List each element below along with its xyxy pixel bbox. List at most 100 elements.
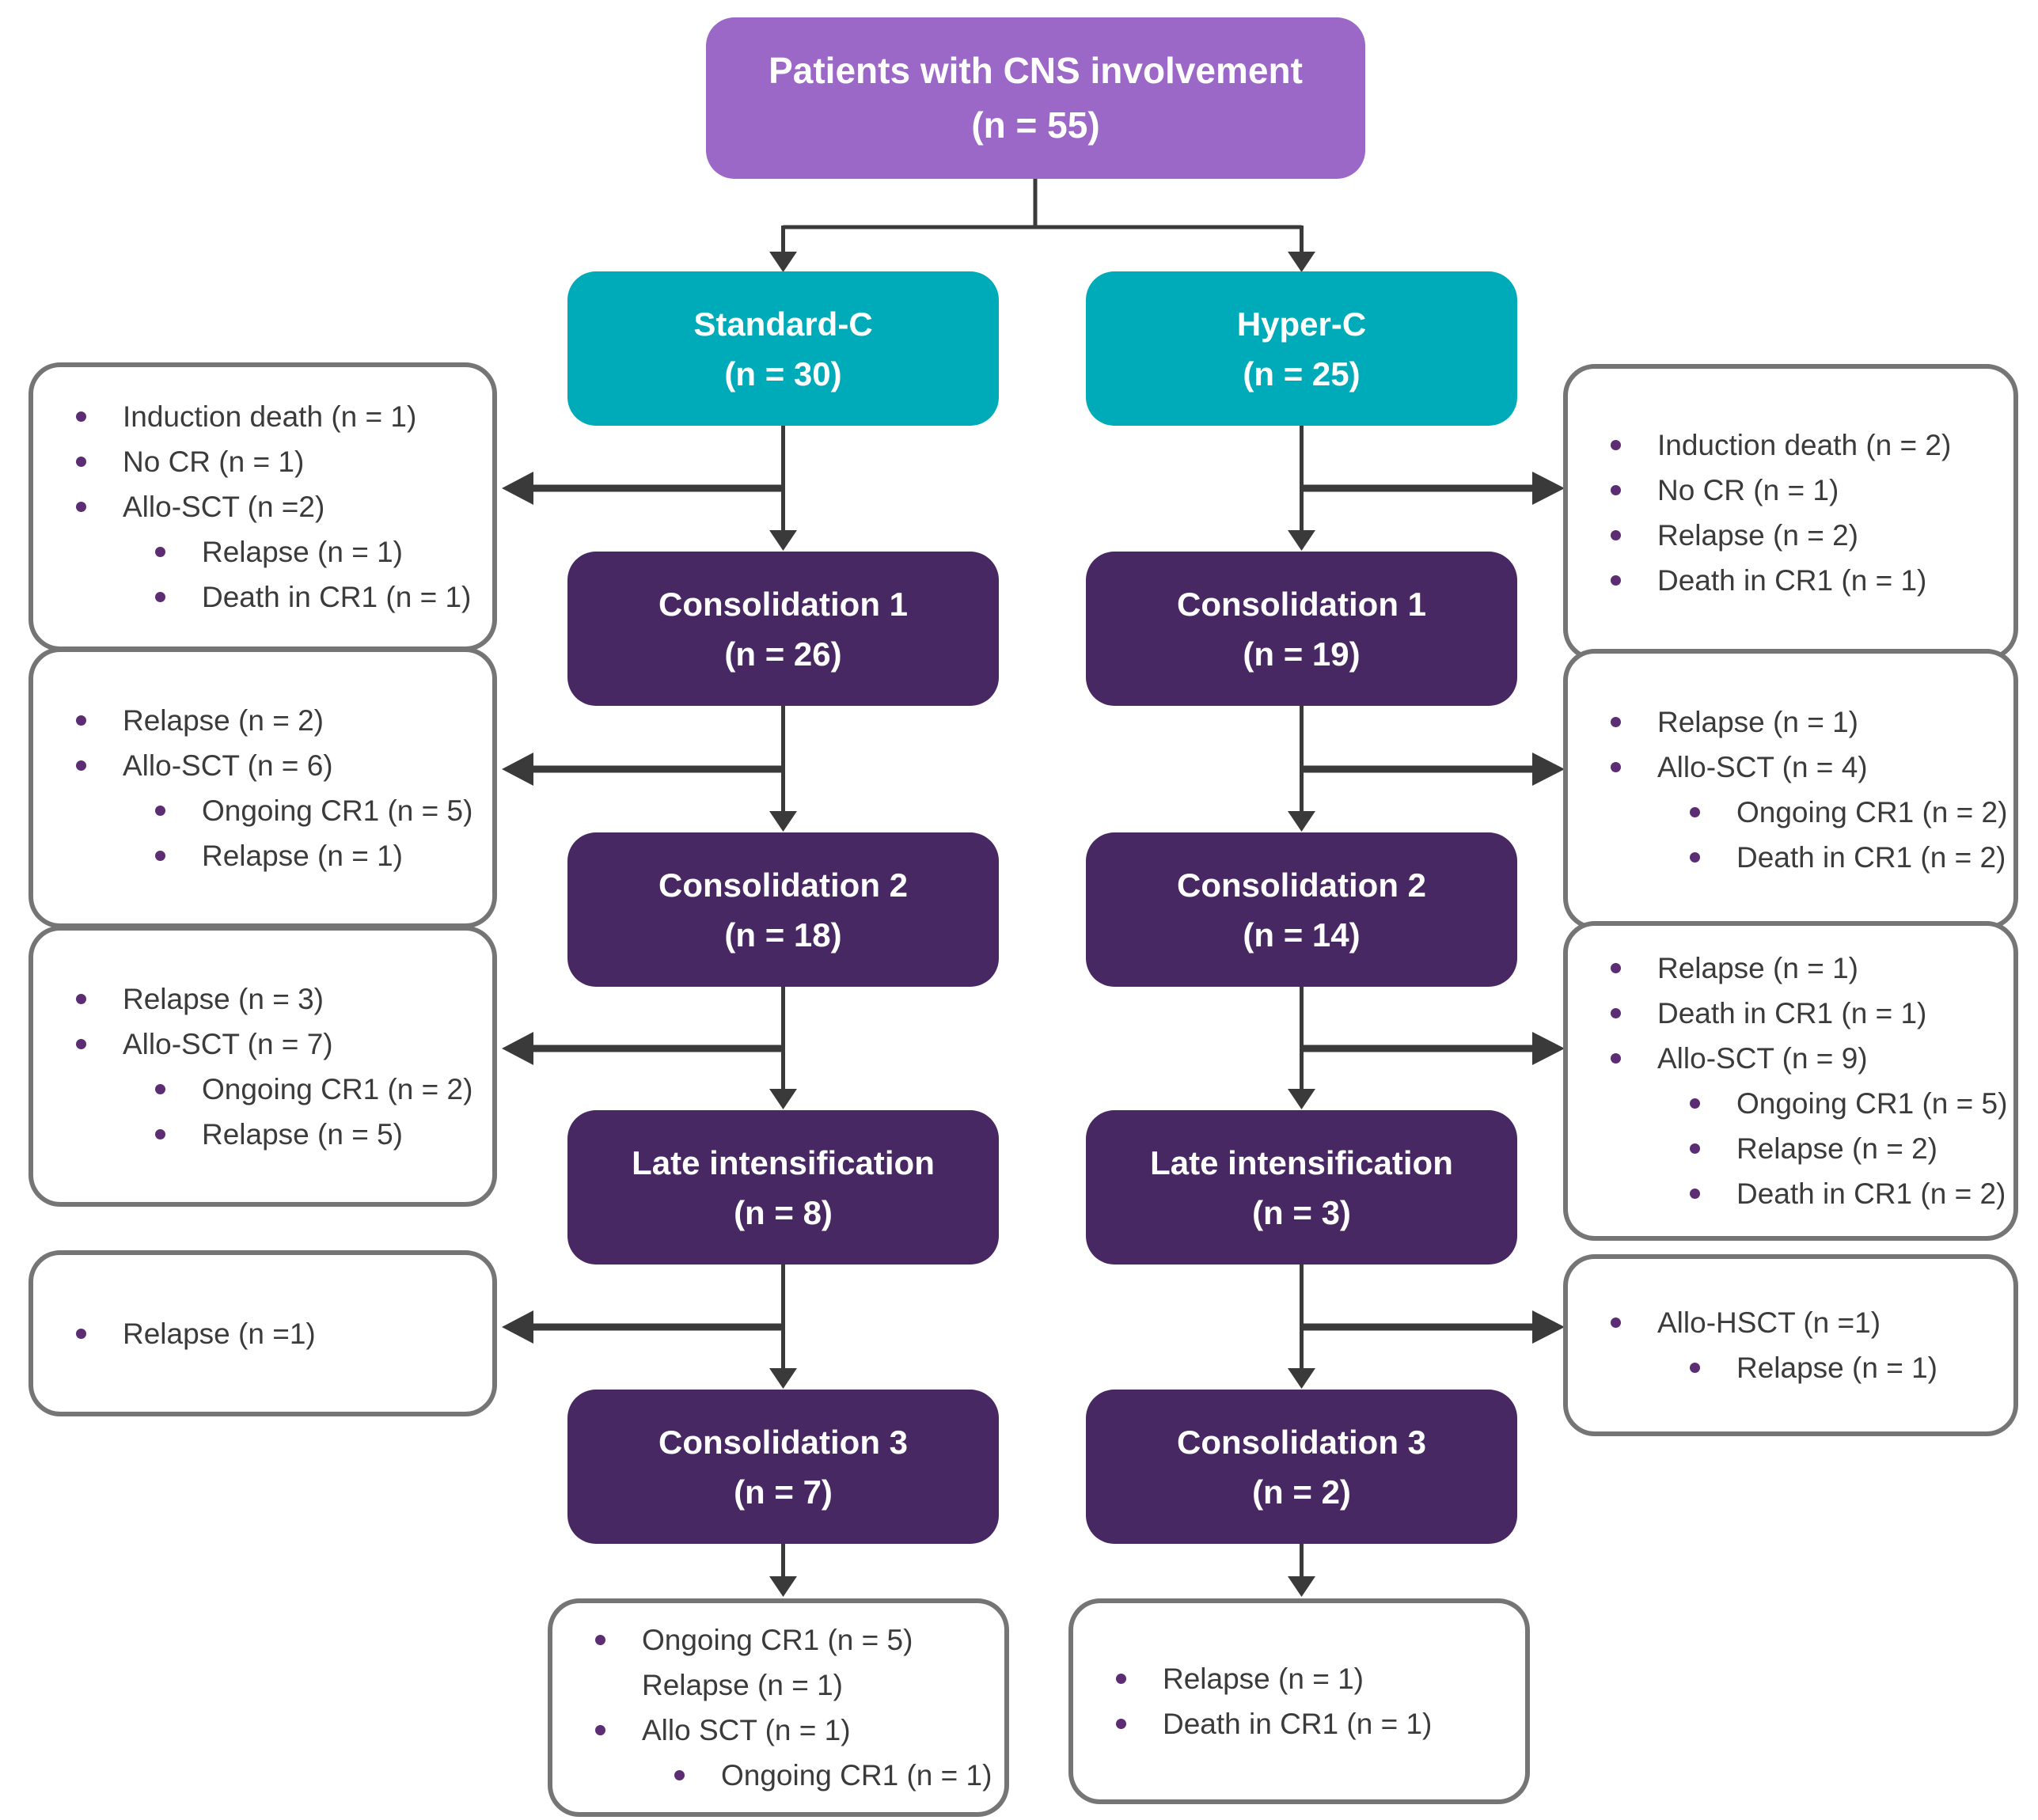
stage-box-consolidation2-hyper: Consolidation 2 (n = 14) <box>1086 832 1517 987</box>
arrowheads <box>502 252 1565 1597</box>
list-item: Relapse (n = 1) <box>54 833 472 878</box>
list-item: Relapse (n = 2) <box>1588 513 1993 558</box>
stage-box-count: (n = 3) <box>1252 1193 1351 1231</box>
arm-box-count: (n = 25) <box>1243 355 1361 392</box>
list-item-text: Allo-SCT (n = 9) <box>1657 1042 1868 1075</box>
list-item-text: Allo SCT (n = 1) <box>642 1714 851 1746</box>
bullet-icon <box>1690 851 1700 863</box>
list-item-text: Ongoing CR1 (n = 1) <box>721 1759 992 1792</box>
list-item-text: Induction death (n = 1) <box>123 400 417 433</box>
bullet-icon <box>76 760 86 771</box>
stage-box-consolidation1-standard: Consolidation 1 (n = 26) <box>567 552 999 706</box>
bullet-icon <box>155 805 165 816</box>
bullet-icon <box>155 592 165 602</box>
arm-box-standard-c: Standard-C (n = 30) <box>567 271 999 426</box>
stage-box-count: (n = 19) <box>1243 635 1361 673</box>
bullet-icon <box>1611 439 1621 450</box>
list-item: Ongoing CR1 (n = 5) <box>54 788 472 833</box>
bullet-icon <box>1690 1098 1700 1109</box>
list-item-text: Death in CR1 (n = 2) <box>1736 1177 2006 1210</box>
list-item: Relapse (n = 1) <box>1094 1656 1505 1701</box>
stage-box-consolidation3-hyper: Consolidation 3 (n = 2) <box>1086 1390 1517 1544</box>
bullet-icon <box>155 1083 165 1094</box>
bullet-icon <box>1611 1008 1621 1018</box>
bullet-icon <box>76 1038 86 1049</box>
list-item: Relapse (n = 2) <box>1588 1126 1993 1171</box>
list-item-text: Relapse (n =1) <box>123 1317 316 1350</box>
outcome-box-standard: Ongoing CR1 (n = 5) Relapse (n = 1) Allo S… <box>548 1598 1009 1817</box>
bullet-icon <box>76 993 86 1004</box>
stage-box-title: Consolidation 2 <box>1177 866 1426 904</box>
root-box-title: Patients with CNS involvement <box>769 50 1303 91</box>
list-item: Relapse (n = 1) <box>54 529 472 574</box>
root-box: Patients with CNS involvement (n = 55) <box>706 17 1365 179</box>
bullet-icon <box>1611 529 1621 540</box>
stage-box-title: Consolidation 1 <box>1177 585 1426 623</box>
stage-box-count: (n = 18) <box>724 916 842 954</box>
list-item-text: Relapse (n = 1) <box>642 1669 843 1701</box>
dropout-box-hyper-late-intensification: Allo-HSCT (n =1)Relapse (n = 1) <box>1563 1254 2018 1436</box>
bullet-icon <box>155 547 165 557</box>
bullet-icon <box>1116 1674 1126 1684</box>
stage-box-count: (n = 26) <box>724 635 842 673</box>
bullet-icon <box>1611 963 1621 973</box>
list-item: Relapse (n =1) <box>54 1311 472 1356</box>
list-item: Allo SCT (n = 1) <box>573 1708 984 1753</box>
list-item: Relapse (n = 3) <box>54 976 472 1022</box>
list-item: No CR (n = 1) <box>1588 468 1993 513</box>
arrow-side-branches <box>532 484 1534 1331</box>
list-item: Relapse (n = 5) <box>54 1112 472 1157</box>
list-item-text: Death in CR1 (n = 1) <box>1657 997 1927 1029</box>
list-item-text: Death in CR1 (n = 1) <box>1163 1708 1433 1740</box>
stage-box-count: (n = 14) <box>1243 916 1361 954</box>
stage-box-count: (n = 7) <box>734 1473 833 1511</box>
list-item-text: Relapse (n = 1) <box>1657 952 1858 984</box>
bullet-icon <box>76 715 86 726</box>
stage-box-count: (n = 8) <box>734 1193 833 1231</box>
stage-box-title: Consolidation 3 <box>658 1423 908 1461</box>
list-item: Death in CR1 (n = 1) <box>1588 991 1993 1036</box>
stage-box-consolidation3-standard: Consolidation 3 (n = 7) <box>567 1390 999 1544</box>
list-item-text: Allo-SCT (n =2) <box>123 491 325 523</box>
stage-box-title: Consolidation 1 <box>658 585 908 623</box>
stage-box-title: Late intensification <box>632 1143 935 1181</box>
list-item-text: Allo-SCT (n = 4) <box>1657 750 1868 783</box>
bullet-icon <box>76 411 86 422</box>
dropout-box-standard-consolidation1: Relapse (n = 2) Allo-SCT (n = 6) Ongoing C… <box>28 647 497 928</box>
bullet-icon <box>595 1725 605 1735</box>
list-item: Death in CR1 (n = 1) <box>54 574 472 620</box>
bullet-icon <box>1611 574 1621 586</box>
list-item: Relapse (n = 1) <box>1588 946 1993 991</box>
list-item-text: Death in CR1 (n = 2) <box>1736 840 2006 874</box>
bullet-icon <box>1690 1143 1700 1154</box>
arrow-root-split <box>781 179 1304 253</box>
list-item-text: Relapse (n = 1) <box>202 839 403 872</box>
bullet-icon <box>76 502 86 512</box>
arm-box-count: (n = 30) <box>724 355 842 392</box>
list-item-text: Allo-SCT (n = 6) <box>123 749 333 782</box>
arm-box-title: Hyper-C <box>1236 305 1367 343</box>
list-item: No CR (n = 1) <box>54 439 472 484</box>
bullet-icon <box>1611 1318 1621 1328</box>
bullet-icon <box>1611 716 1621 727</box>
list-item-text: Allo-SCT (n = 7) <box>123 1027 333 1060</box>
bullet-icon <box>1116 1719 1126 1729</box>
list-item-text: Relapse (n = 1) <box>202 536 403 568</box>
bullet-icon <box>155 850 165 861</box>
stage-box-title: Late intensification <box>1150 1143 1453 1181</box>
bullet-icon <box>595 1635 605 1645</box>
list-item-text: Relapse (n = 2) <box>123 703 324 737</box>
list-item: Ongoing CR1 (n = 5) <box>573 1617 984 1663</box>
list-item-text: Ongoing CR1 (n = 2) <box>1736 795 2008 828</box>
list-item-text: Relapse (n = 3) <box>123 982 324 1015</box>
list-item: Ongoing CR1 (n = 5) <box>1588 1081 2007 1126</box>
list-item-text: Relapse (n = 2) <box>1736 1132 1937 1165</box>
list-item-text: Relapse (n = 2) <box>1657 518 1858 552</box>
list-item: Relapse (n = 1) <box>573 1663 984 1708</box>
bullet-icon <box>76 457 86 467</box>
arrow-vertical-connectors <box>781 426 1304 1578</box>
list-item: Death in CR1 (n = 2) <box>1588 835 2006 880</box>
list-item-text: No CR (n = 1) <box>123 446 305 478</box>
